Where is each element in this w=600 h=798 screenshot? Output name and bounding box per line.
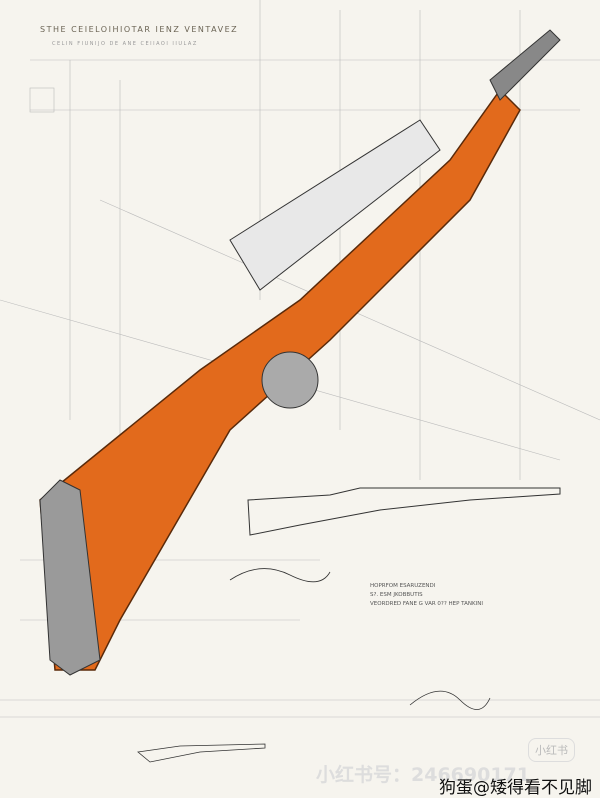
magazine [261,351,319,409]
signatures [229,568,491,710]
watermark: 小红书号：246690171 [316,764,530,786]
author-credit: 狗蛋@矮得看不见脚 [439,778,592,798]
note-line: HOPRFOM ESARUZENDI [370,583,436,589]
rifle-mini-view [137,743,266,763]
rifle-main [39,29,561,676]
notes-block: HOPRFOM ESARUZENDI S?. ESM JKOBBUTIS VEO… [370,582,483,609]
barrel [489,29,561,101]
note-line: VEORDRED FANE G VAR 0?? HEP TANKINI [370,601,483,607]
rifle-side-view [247,487,561,536]
receiver [229,119,441,291]
butt-plate [39,479,101,676]
blueprint-subtitle: CELIN FIUNIJO DE ANE CEIIAOI IIULAZ [52,41,198,47]
platform-badge: 小红书 [528,738,575,762]
blueprint-title: STHE CEIELOIHIOTAR IENZ VENTAVEZ [40,25,239,34]
note-line: S?. ESM JKOBBUTIS [370,592,423,598]
